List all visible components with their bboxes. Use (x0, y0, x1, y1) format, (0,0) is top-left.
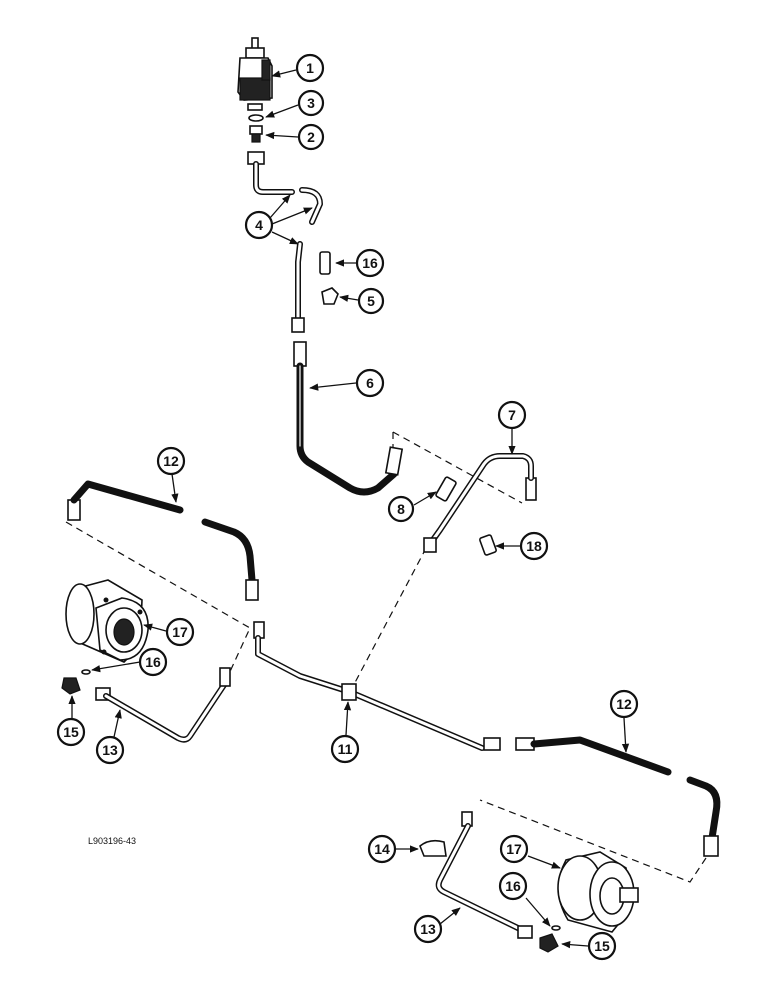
callout-7: 7 (497, 400, 527, 430)
svg-text:4: 4 (255, 217, 263, 233)
steel-tube-13-right (435, 811, 533, 939)
sleeve (479, 534, 497, 556)
callout-16: 16 (498, 871, 528, 901)
clamp (419, 839, 447, 857)
callout-13: 13 (413, 914, 443, 944)
svg-text:14: 14 (374, 841, 390, 857)
svg-text:2: 2 (307, 129, 315, 145)
svg-text:12: 12 (616, 696, 632, 712)
svg-text:17: 17 (172, 624, 188, 640)
callout-1: 1 (295, 53, 325, 83)
callout-13: 13 (95, 735, 125, 765)
steel-tube-4 (247, 151, 323, 333)
leader-lines (68, 69, 630, 949)
svg-text:5: 5 (367, 293, 375, 309)
tee-tube-assembly (253, 551, 501, 751)
adapter-fitting (249, 125, 263, 143)
callout-18: 16 (355, 248, 385, 278)
svg-text:8: 8 (397, 501, 405, 517)
steel-tube-7 (423, 453, 537, 553)
callout-12: 12 (156, 446, 186, 476)
callout-17: 17 (499, 834, 529, 864)
elbow-fitting (539, 933, 559, 953)
svg-text:11: 11 (338, 741, 353, 757)
callout-15: 15 (587, 931, 617, 961)
elbow-fitting (61, 677, 81, 695)
callout-3: 3 (297, 89, 325, 117)
callout-12: 12 (609, 689, 639, 719)
svg-text:7: 7 (508, 407, 516, 423)
hose-12-right (515, 736, 721, 857)
callout-11: 11 (330, 734, 360, 764)
svg-text:16: 16 (145, 654, 161, 670)
svg-text:3: 3 (307, 95, 315, 111)
callout-15: 15 (56, 717, 86, 747)
steel-tube-13-left (95, 667, 231, 743)
svg-text:13: 13 (102, 742, 118, 758)
clip (321, 287, 339, 305)
hydraulic-motor (65, 579, 149, 663)
svg-text:15: 15 (594, 938, 610, 954)
svg-text:18: 18 (526, 538, 542, 554)
dashed-link (479, 799, 707, 883)
callout-6: 6 (355, 368, 385, 398)
solenoid-valve (237, 37, 273, 111)
hose-6 (293, 341, 404, 496)
callout-16: 16 (138, 647, 168, 677)
o-ring (81, 669, 91, 675)
svg-text:12: 12 (163, 453, 179, 469)
o-ring (248, 114, 264, 122)
sleeve (435, 476, 457, 502)
callout-19: 18 (519, 531, 549, 561)
svg-text:16: 16 (362, 255, 378, 271)
svg-text:6: 6 (366, 375, 374, 391)
callout-4: 4 (244, 210, 274, 240)
callout-2: 2 (297, 123, 325, 151)
callout-17: 17 (165, 617, 195, 647)
sleeve (319, 251, 331, 275)
dashed-link (392, 431, 523, 504)
o-ring (551, 925, 561, 931)
callout-8: 8 (387, 495, 415, 523)
svg-text:17: 17 (506, 841, 522, 857)
svg-text:13: 13 (420, 921, 436, 937)
svg-text:1: 1 (306, 60, 314, 76)
callout-5: 5 (357, 287, 385, 315)
hose-12-left (67, 480, 259, 601)
svg-text:16: 16 (505, 878, 521, 894)
callout-14: 14 (367, 834, 397, 864)
svg-text:15: 15 (63, 724, 79, 740)
hydraulic-motor (557, 851, 639, 933)
drawing-reference: L903196-43 (88, 836, 136, 846)
